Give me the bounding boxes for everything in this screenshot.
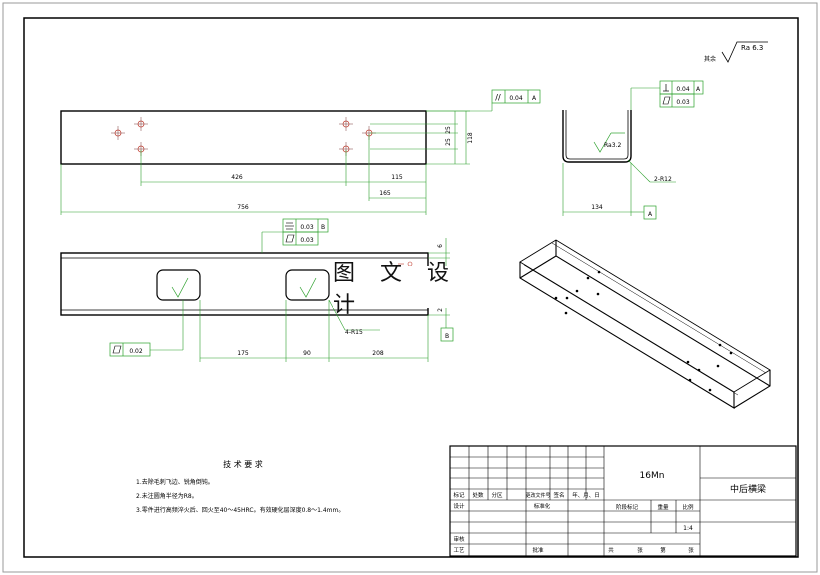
svg-text:年、月、日: 年、月、日	[572, 491, 600, 499]
flatness-frame-left: 0.02	[109, 342, 151, 357]
part-name: 中后横梁	[730, 483, 766, 495]
svg-text:其余: 其余	[704, 55, 716, 63]
tech-req-item-1: 1.去除毛刺飞边、锐角倒钝。	[136, 478, 214, 486]
iso-holes	[554, 270, 733, 392]
flatness-icon	[112, 345, 122, 354]
dim-134: 134	[591, 204, 603, 211]
datum-a-box	[643, 205, 657, 220]
dim-208: 208	[372, 350, 384, 357]
svg-text:0.02: 0.02	[129, 348, 143, 355]
svg-text:A: A	[648, 211, 653, 218]
top-view-holes	[114, 120, 373, 153]
svg-text:张: 张	[688, 546, 694, 554]
dim-25b: 25	[445, 138, 452, 146]
svg-text:分区: 分区	[491, 491, 503, 499]
flatness-icon	[285, 234, 295, 243]
perp-frame: 0.04 A	[659, 80, 704, 95]
svg-text:B: B	[445, 333, 449, 340]
parallel-icon: //	[495, 93, 501, 102]
dim-165: 165	[379, 190, 391, 197]
top-view-outline	[60, 110, 427, 165]
scale: 1:4	[683, 525, 693, 532]
tech-req-item-2: 2.未注圆角半径为R8。	[136, 492, 198, 500]
svg-text:0.03: 0.03	[300, 237, 314, 244]
flatness-icon	[662, 96, 671, 105]
front-view-dimensions	[150, 231, 450, 362]
flatness-frame-section: 0.03	[659, 93, 695, 108]
isometric-view	[519, 239, 771, 409]
dim-6: 6	[437, 244, 444, 248]
symmetry-frame: 0.03 B	[282, 218, 329, 233]
svg-text:0.04: 0.04	[676, 86, 690, 93]
watermark: 图 文 设 计	[333, 261, 485, 318]
top-view: 426 115 165 756 25 25 118 // 0.04 A	[60, 89, 541, 215]
tech-req-item-3: 3.零件进行高频淬火后、回火至40～45HRC。有效硬化层深度0.8～1.4mm…	[136, 506, 344, 514]
svg-text:更改文件号: 更改文件号	[525, 492, 550, 499]
svg-text:比例: 比例	[682, 503, 694, 511]
dim-175: 175	[237, 350, 249, 357]
svg-text:重量: 重量	[657, 503, 669, 511]
datum-b-box	[440, 327, 454, 342]
dim-426: 426	[231, 174, 243, 181]
svg-text:0.03: 0.03	[300, 224, 314, 231]
radius-label: 2-R12	[654, 176, 672, 183]
dim-90: 90	[303, 350, 311, 357]
svg-text:签名: 签名	[553, 491, 564, 499]
svg-text:工艺: 工艺	[453, 547, 465, 554]
svg-text:共: 共	[608, 546, 614, 554]
dim-118: 118	[467, 132, 474, 144]
svg-text:0.03: 0.03	[676, 99, 690, 106]
svg-text:A: A	[532, 95, 537, 102]
svg-text:A: A	[696, 86, 701, 93]
svg-text:B: B	[321, 224, 325, 231]
title-block: 16Mn 中后横梁 标记 处数 分区 更改文件号 签名 年、月、日 设计 标准化…	[449, 445, 797, 557]
svg-text:标准化: 标准化	[534, 502, 551, 510]
radius-label-front: 4-R15	[345, 329, 363, 336]
section-view: Ra3.2 2-R12 134 A 0.04 A 0.03	[562, 80, 704, 220]
inner-border	[23, 17, 799, 558]
tech-req-title: 技 术 要 求	[223, 459, 263, 469]
front-view: 175 90 208 6 25 4-R15 B 0.03 B 0.03	[60, 218, 454, 362]
svg-text:张: 张	[637, 546, 643, 554]
svg-text:Ra 6.3: Ra 6.3	[741, 44, 763, 52]
svg-text:阶段标记: 阶段标记	[616, 503, 639, 511]
technical-requirements: 技 术 要 求 1.去除毛刺飞边、锐角倒钝。 2.未注圆角半径为R8。 3.零件…	[136, 459, 344, 514]
top-view-dimensions	[60, 103, 493, 215]
hole-centerlines	[111, 117, 376, 156]
flatness-frame-front: 0.03	[282, 231, 319, 246]
svg-text:标记: 标记	[453, 491, 465, 499]
svg-text:处数: 处数	[472, 491, 484, 499]
dim-115: 115	[391, 174, 403, 181]
material: 16Mn	[640, 471, 665, 481]
dim-756: 756	[237, 204, 249, 211]
dim-25a: 25	[445, 126, 452, 134]
svg-text:0.04: 0.04	[509, 95, 523, 102]
slot-right	[285, 269, 330, 301]
svg-text:设计: 设计	[453, 502, 465, 510]
svg-text:审核: 审核	[453, 535, 465, 543]
svg-text:批准: 批准	[532, 546, 544, 554]
svg-text:第: 第	[660, 546, 666, 554]
slot-left	[156, 269, 201, 301]
parallelism-frame: // 0.04 A	[491, 89, 541, 104]
roughness-note: 其余 Ra 6.3	[704, 41, 768, 63]
surface-mark: Ra3.2	[604, 142, 621, 149]
